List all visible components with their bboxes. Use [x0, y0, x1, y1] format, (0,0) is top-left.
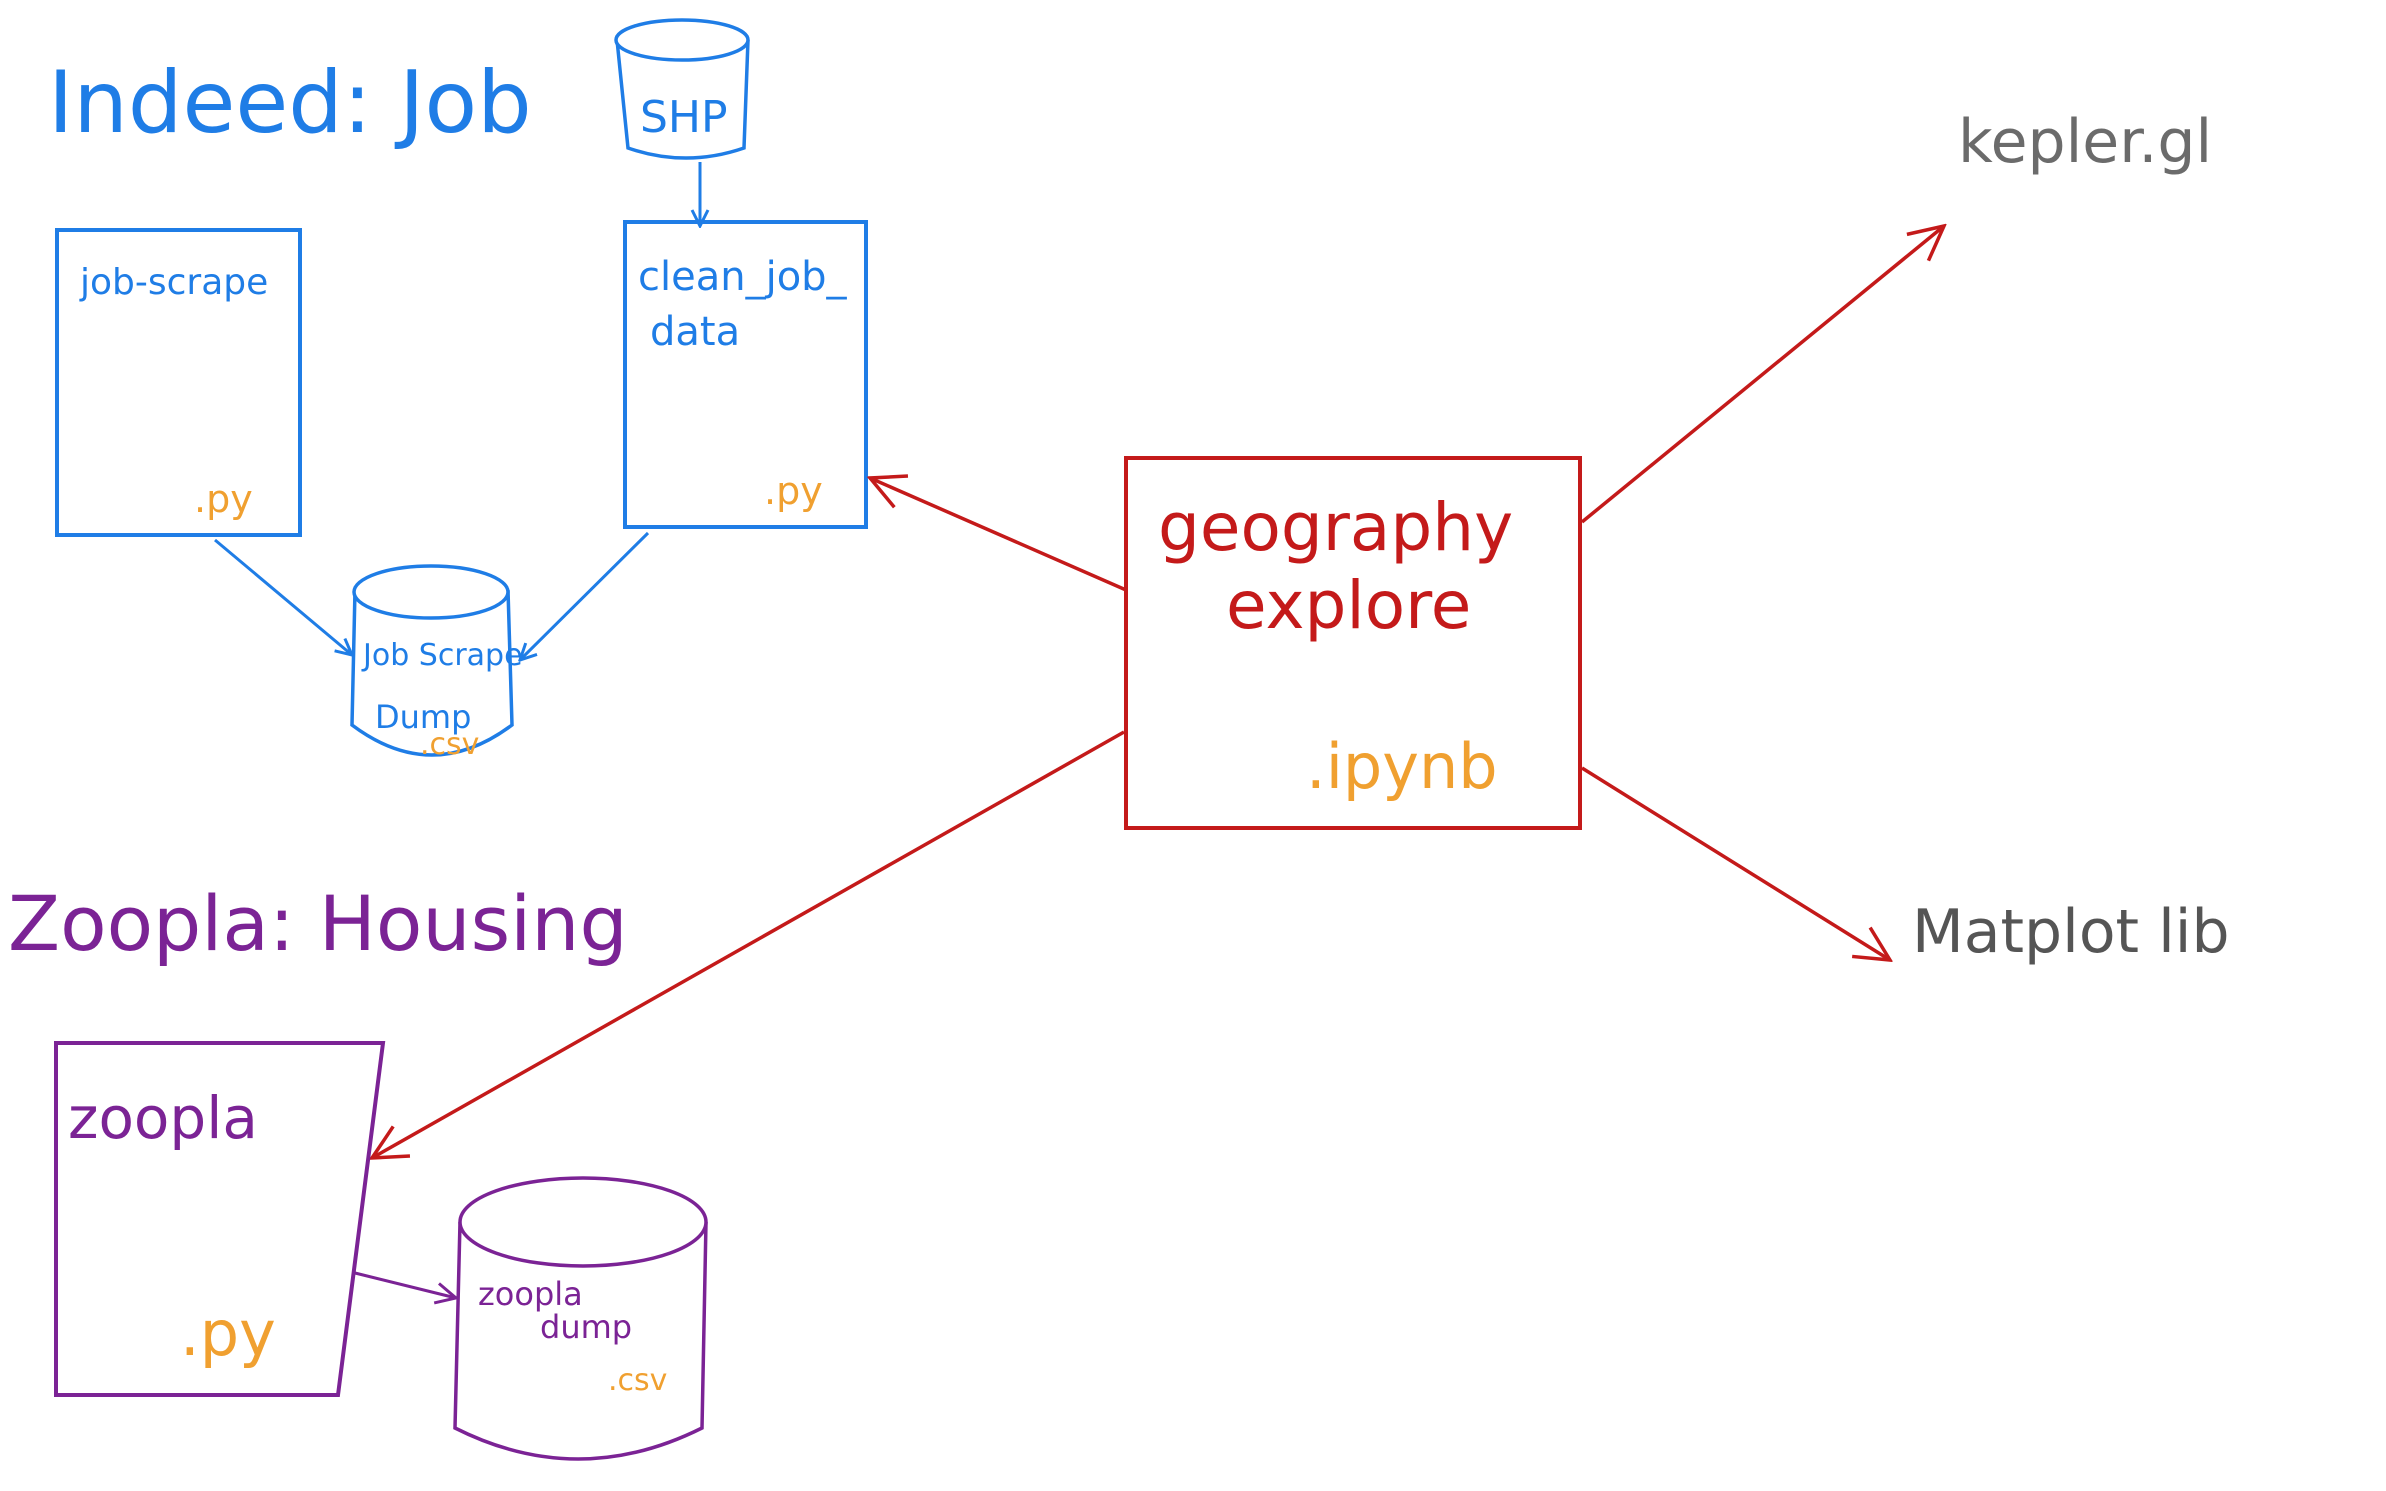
job-scrape-dump-label-line1: Job Scrape: [361, 638, 523, 673]
arrow-explore-to-kepler: [1580, 226, 1944, 524]
shp-database-top: [614, 18, 750, 62]
geography-explore-label-line2: explore: [1226, 567, 1471, 644]
arrow-explore-to-clean: [870, 478, 1127, 592]
zoopla-dump-top: [458, 1176, 708, 1268]
kepler-gl-label: kepler.gl: [1958, 107, 2212, 177]
job-scrape-ext: .py: [194, 477, 253, 521]
indeed-job-title: Indeed: Job: [48, 53, 532, 153]
arrow-explore-to-zoopla: [372, 730, 1125, 1158]
clean-job-data-node: clean_job_ data .py: [623, 220, 868, 529]
job-scrape-dump-database: Job Scrape Dump .csv: [350, 564, 523, 762]
zoopla-box: [54, 1041, 386, 1397]
zoopla-dump-label-line1: zoopla: [478, 1275, 583, 1313]
arrow-zoopla-to-dump: [354, 1271, 456, 1298]
geography-explore-ext: .ipynb: [1306, 730, 1498, 803]
geography-explore-box: [1124, 456, 1582, 830]
job-scrape-dump-ext: .csv: [420, 727, 479, 762]
job-scrape-node: job-scrape .py: [55, 228, 302, 537]
zoopla-dump-database: zoopla dump .csv: [453, 1176, 708, 1461]
clean-job-data-label-line2: data: [650, 309, 740, 355]
zoopla-housing-title: Zoopla: Housing: [8, 879, 628, 968]
job-scrape-label: job-scrape: [79, 262, 268, 303]
geography-explore-label-line1: geography: [1158, 489, 1513, 566]
zoopla-node: zoopla .py: [54, 1041, 386, 1397]
clean-job-data-label-line1: clean_job_: [638, 254, 848, 300]
job-scrape-dump-label-line2: Dump: [375, 698, 471, 736]
matplotlib-label: Matplot lib: [1912, 897, 2230, 967]
arrow-explore-to-matplotlib: [1581, 766, 1890, 960]
zoopla-dump-ext: .csv: [608, 1363, 667, 1398]
geography-explore-node: geography explore .ipynb: [1124, 456, 1582, 830]
zoopla-dump-label-line2: dump: [540, 1308, 632, 1346]
clean-job-data-ext: .py: [764, 469, 823, 513]
arrow-job-scrape-to-dump: [214, 538, 352, 655]
job-scrape-dump-top: [352, 564, 510, 620]
zoopla-ext: .py: [180, 1297, 276, 1370]
zoopla-label: zoopla: [68, 1084, 258, 1152]
shp-database: SHP: [614, 18, 750, 160]
job-scrape-box: [55, 228, 302, 537]
clean-job-data-box: [623, 220, 868, 529]
shp-label: SHP: [640, 92, 728, 143]
arrow-clean-to-dump: [520, 531, 650, 660]
